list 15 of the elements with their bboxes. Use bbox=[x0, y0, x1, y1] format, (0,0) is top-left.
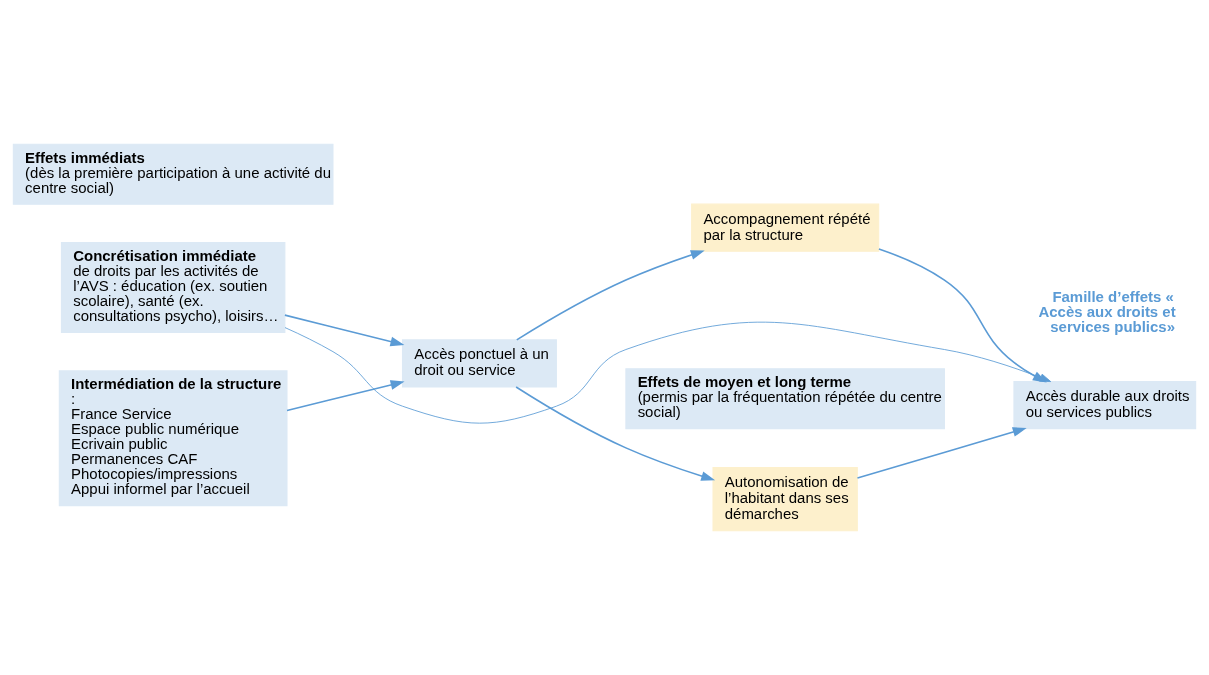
arrow bbox=[878, 248, 1047, 383]
arrow bbox=[284, 314, 405, 347]
arrow bbox=[856, 427, 1027, 479]
node-box: Effets de moyen et long terme (permis par la fréquentation répétée du centre social) bbox=[625, 368, 945, 430]
node-box: Concrétisation immédiate de droits par les activités de l’AVS : éducation (ex. soutien scolaire), santé (ex. consultations psycho), loisirs… bbox=[60, 242, 286, 333]
node-box: Effets immédiats (dès la première participation à une activité du centre social) bbox=[12, 143, 334, 205]
node-box: Accès durable aux droits ou services publics bbox=[1013, 381, 1197, 430]
label: Famille d’effets « Accès aux droits et services publics» bbox=[1038, 287, 1176, 335]
arrow bbox=[515, 250, 705, 341]
node-box: Accompagnement répété par la structure bbox=[691, 203, 880, 252]
node-box: Autonomisation de l’habitant dans ses démarches bbox=[712, 467, 858, 532]
arrow bbox=[286, 380, 405, 412]
node-box: Intermédiation de la structure: France Service Espace public numérique Ecrivain public Permanences CAF Photocopies/impressions Appui informel par l’accueil bbox=[58, 370, 288, 507]
node-box: Accès ponctuel à un droit ou service bbox=[401, 339, 557, 388]
arrow bbox=[515, 386, 716, 481]
